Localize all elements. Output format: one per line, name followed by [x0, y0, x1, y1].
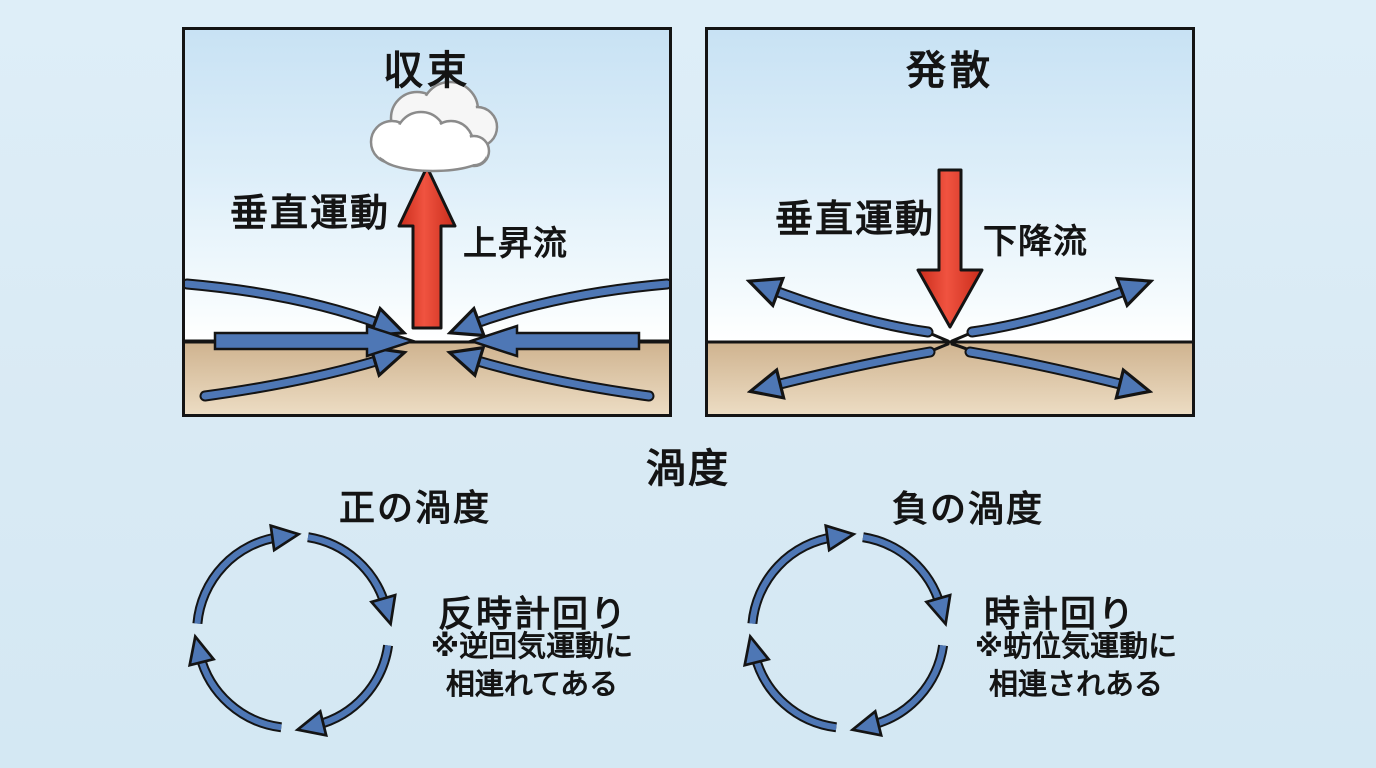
downdraft-label: 下降流: [983, 223, 1088, 261]
vertical-motion-label: 垂直運動: [230, 193, 391, 235]
negative-vorticity-note: ※蚄位気運動に 相連されある: [975, 628, 1177, 704]
surface-arrow-left: [213, 324, 418, 358]
converging-arrows-icon: [185, 278, 669, 402]
convergence-graphics: [185, 80, 669, 414]
divergence-title: 発散: [906, 49, 994, 93]
note-line-2: 相連れてある: [445, 669, 619, 701]
downdraft-arrow-icon: [916, 168, 984, 329]
positive-vorticity-note: ※逆回気運動に 相連れてある: [431, 628, 633, 704]
updraft-arrow-icon: [397, 165, 457, 330]
negative-vorticity-title: 負の渦度: [891, 488, 1045, 529]
vorticity-title: 渦度: [646, 447, 730, 491]
updraft-label: 上昇流: [463, 225, 568, 263]
positive-vorticity-rotation-icon: [173, 512, 413, 752]
counterclockwise-label: 反時計回り: [437, 593, 629, 634]
clockwise-label: 時計回り: [983, 593, 1137, 634]
ground: [708, 340, 1192, 414]
vertical-motion-label: 垂直運動: [775, 199, 936, 241]
cloud-icon: [369, 80, 499, 173]
negative-vorticity-rotation-icon: [728, 512, 968, 752]
ground: [185, 340, 669, 414]
convergence-panel: 収束 垂直運動 上昇流: [182, 27, 672, 417]
diverging-arrows-icon: [770, 289, 1130, 386]
divergence-panel: 発散 垂直運動 下降流: [705, 27, 1195, 417]
note-line-1: ※逆回気運動に: [430, 631, 634, 663]
convergence-title: 収束: [383, 49, 471, 93]
surface-arrow-right: [466, 324, 641, 358]
note-line-1: ※蚄位気運動に: [974, 631, 1178, 663]
note-line-2: 相連されある: [988, 669, 1164, 701]
positive-vorticity-title: 正の渦度: [338, 487, 492, 528]
divergence-graphics: [708, 168, 1192, 414]
